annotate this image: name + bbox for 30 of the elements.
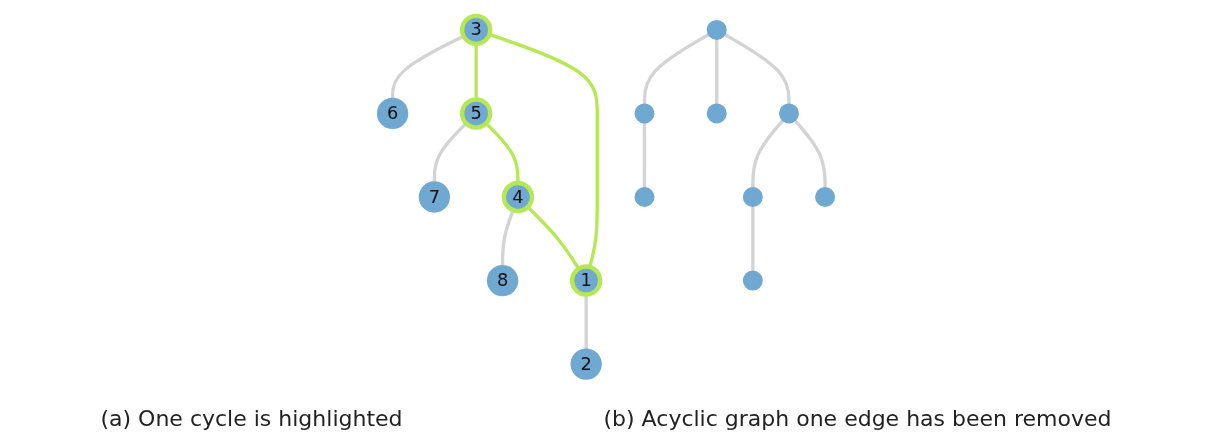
node-circle <box>634 102 655 123</box>
node-circle: 2 <box>570 347 602 380</box>
connector <box>584 294 588 350</box>
node-circle <box>706 102 727 123</box>
node-circle: 8 <box>486 264 519 296</box>
caption: (a) One cycle is highlighted <box>100 405 403 431</box>
connector <box>642 121 647 189</box>
connector <box>793 118 827 189</box>
connector <box>751 118 785 189</box>
connector <box>723 32 791 105</box>
connector <box>390 34 465 99</box>
caption: (b) Acyclic graph one edge has been removed <box>603 405 1112 431</box>
node-circle: 1 <box>569 263 603 297</box>
node-circle: 4 <box>501 180 535 213</box>
connector <box>751 204 755 272</box>
node-circle <box>742 270 763 291</box>
node-circle <box>778 102 799 123</box>
connector <box>526 205 581 270</box>
node-circle: 5 <box>459 96 493 130</box>
node-circle <box>742 186 763 207</box>
connector <box>500 209 515 267</box>
connector <box>642 32 711 105</box>
connector <box>432 121 468 183</box>
node-circle: 7 <box>418 180 451 213</box>
node-circle: 6 <box>376 97 409 129</box>
node-circle <box>634 186 655 207</box>
node-circle <box>706 19 727 40</box>
connector <box>715 37 719 105</box>
node-circle <box>815 186 836 207</box>
node-circle: 3 <box>459 13 493 46</box>
